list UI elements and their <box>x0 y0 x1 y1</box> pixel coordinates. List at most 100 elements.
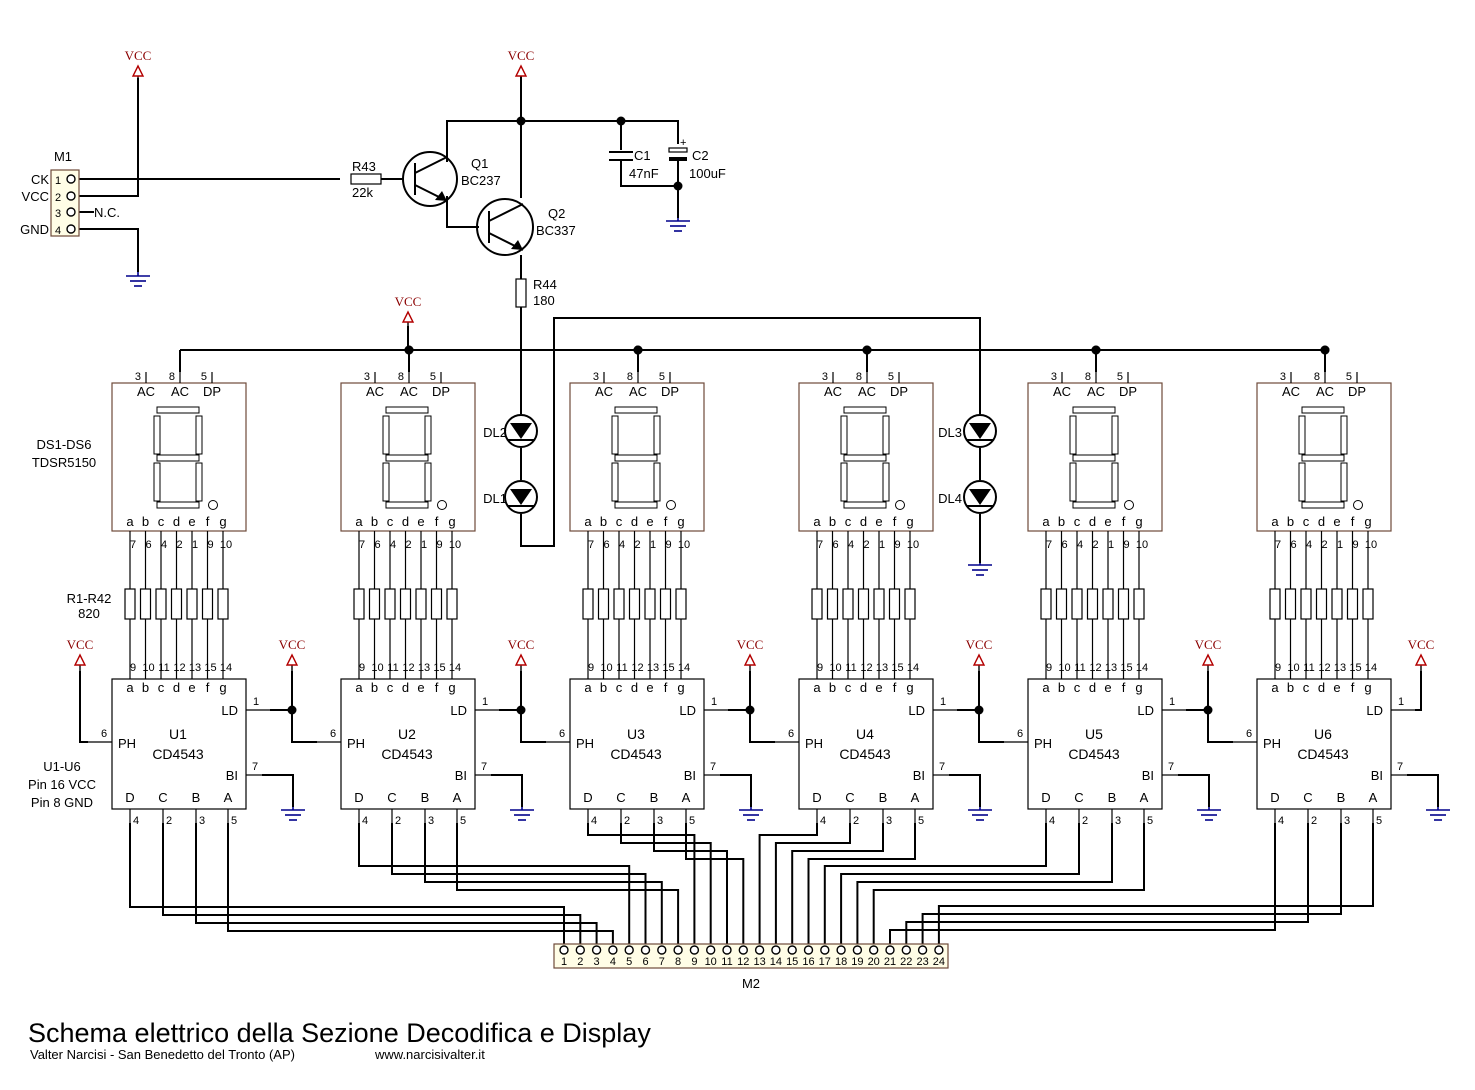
display-segment-label: f <box>664 514 668 529</box>
segment-b <box>1111 415 1119 455</box>
c1-value: 47nF <box>629 166 659 181</box>
vcc-arrow-icon <box>972 653 986 666</box>
display-segment-pin: 7 <box>1046 539 1052 551</box>
m1-label: M1 <box>54 149 72 164</box>
resistor <box>1346 588 1359 620</box>
resistor <box>384 588 396 620</box>
decimal-point-icon <box>437 500 447 510</box>
m2-pin-ring <box>706 945 716 955</box>
display-top-pin-number: 5 <box>201 371 207 383</box>
display-top-pin-number: 3 <box>1051 371 1057 383</box>
display-segment-label: e <box>875 514 882 529</box>
m1-pin-number: 1 <box>55 175 61 187</box>
led-icon <box>969 489 991 505</box>
decimal-point-icon <box>208 500 218 510</box>
decoder-output-label: B <box>1108 790 1117 805</box>
footer-author: Valter Narcisi - San Benedetto del Tront… <box>30 1047 295 1062</box>
display-segment-pin: 6 <box>1061 539 1067 551</box>
display-top-pin-label: AC <box>629 384 647 399</box>
decoder-input-pin: 11 <box>616 662 627 674</box>
m2-pin-number: 3 <box>594 956 600 968</box>
led-body <box>504 480 538 514</box>
display-segment-pin: 10 <box>220 539 232 551</box>
decoder-input-pin: 12 <box>631 662 643 674</box>
decoder-output-pin-number: 4 <box>1049 815 1055 827</box>
display-segment-pin: 2 <box>1092 539 1098 551</box>
display-segment-label: e <box>417 514 424 529</box>
m2-pin-number: 10 <box>705 956 717 968</box>
decoder-ic <box>111 678 247 810</box>
decoder-input-label: e <box>1104 680 1111 695</box>
c2-plate-positive <box>668 147 688 153</box>
wire <box>653 823 728 946</box>
resistor <box>124 588 136 620</box>
decoder-input-pin: 12 <box>402 662 414 674</box>
m2-pin-ring <box>917 945 928 955</box>
decoder-input-label: d <box>173 680 180 695</box>
segment-b <box>882 415 890 455</box>
vcc-arrow-icon <box>131 64 145 77</box>
decoder-input-label: f <box>1351 680 1355 695</box>
decoder-input-label: a <box>126 680 134 695</box>
decoder-input-label: c <box>158 680 165 695</box>
junction-dot <box>745 705 755 715</box>
display-segment-label: c <box>845 514 852 529</box>
decoder-output-pin-number: 4 <box>1278 815 1284 827</box>
segment-f <box>153 415 161 455</box>
segment-g <box>156 454 200 462</box>
display-top-pin-number: 5 <box>430 371 436 383</box>
m2-label: M2 <box>742 976 760 991</box>
wire <box>587 823 696 946</box>
wire <box>791 823 884 946</box>
decoder-ic <box>1027 678 1163 810</box>
decoder-output-pin-number: 4 <box>591 815 597 827</box>
wire <box>921 823 1342 946</box>
segment-c <box>882 462 890 502</box>
ph-pin-number: 6 <box>101 728 107 740</box>
vcc-arrow-icon <box>1414 653 1428 666</box>
junction-dot <box>516 705 526 715</box>
decoder-input-label: f <box>206 680 210 695</box>
resistor <box>186 588 198 620</box>
decoder-input-label: d <box>1318 680 1325 695</box>
resistor <box>368 588 381 620</box>
display-top-pin-number: 8 <box>1085 371 1091 383</box>
led-body <box>963 414 997 448</box>
m2-pin-ring <box>608 945 618 955</box>
decoder-output-label: B <box>192 790 201 805</box>
decoder-input-pin: 11 <box>1074 662 1085 674</box>
c1-label: C1 <box>634 148 651 163</box>
display-top-pin-number: 3 <box>822 371 828 383</box>
bi-pin-number: 7 <box>481 761 487 773</box>
component-layer <box>50 64 1450 969</box>
wire <box>491 774 523 807</box>
decoder-bi-label: BI <box>226 768 238 783</box>
m2-pin-ring <box>901 945 911 955</box>
decoder-input-label: f <box>893 680 897 695</box>
ph-pin-number: 6 <box>1017 728 1023 740</box>
decoder-output-label: D <box>1270 790 1279 805</box>
wire <box>905 823 1309 946</box>
q2-part: BC337 <box>536 223 576 238</box>
display-segment-pin: 10 <box>1136 539 1148 551</box>
m2-pin-ring <box>820 945 830 955</box>
m1-pin-signal: CK <box>31 172 49 187</box>
segment-e <box>1298 462 1306 502</box>
display-segment-pin: 9 <box>207 539 213 551</box>
decoder-output-label: D <box>1041 790 1050 805</box>
decimal-point-icon <box>1124 500 1134 510</box>
r-group-ref: R1-R42 <box>67 591 112 606</box>
decoder-output-pin-number: 3 <box>1344 815 1350 827</box>
m2-pin-number: 21 <box>884 956 896 968</box>
display-top-pin-number: 3 <box>1280 371 1286 383</box>
display-segment-pin: 9 <box>1123 539 1129 551</box>
decoder-input-label: a <box>813 680 821 695</box>
ld-pin-number: 1 <box>1169 696 1175 708</box>
decoder-output-label: A <box>1369 790 1378 805</box>
segment-e <box>840 462 848 502</box>
decoder-ph-label: PH <box>118 736 136 751</box>
display-top-pin-number: 3 <box>593 371 599 383</box>
decoder-input-label: a <box>584 680 592 695</box>
m2-pin-ring <box>591 945 602 955</box>
c2-label: C2 <box>692 148 709 163</box>
